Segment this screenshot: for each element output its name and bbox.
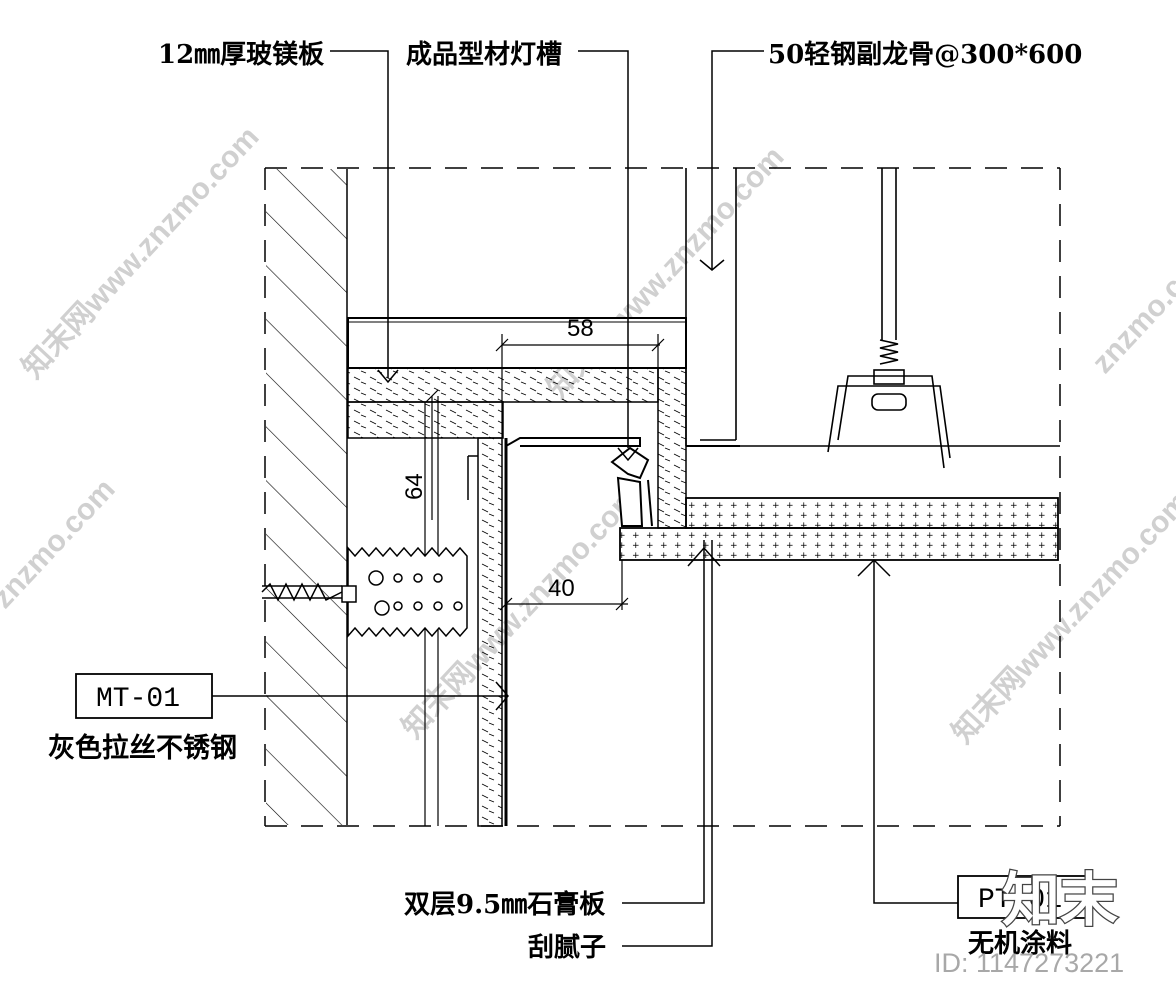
ceiling-gypsum-board — [619, 497, 1059, 561]
light-steel-channel — [685, 168, 1060, 447]
dimension-64 — [425, 389, 439, 520]
label-double-gypsum: 双层9.5㎜石膏板 — [404, 889, 605, 920]
label-grey-brushed-steel: 灰色拉丝不锈钢 — [48, 732, 237, 764]
masonry-wall — [266, 169, 348, 825]
pt-01-tag: PT-01 — [957, 875, 1087, 919]
dimension-64-label: 64 — [401, 473, 428, 500]
label-inorganic-coating: 无机涂料 — [968, 928, 1072, 959]
mt-01-tag: MT-01 — [75, 673, 213, 719]
wall-anchor-bracket — [261, 546, 468, 638]
label-putty: 刮腻子 — [528, 933, 606, 963]
leader-lines — [212, 50, 958, 947]
stainless-steel-cladding — [467, 437, 508, 827]
watermark-id: ID: 1147273221 — [934, 948, 1124, 978]
dimension-40-label: 40 — [548, 575, 575, 602]
pt-01-code: PT-01 — [978, 885, 1062, 916]
magnesium-board-top — [347, 317, 687, 369]
watermark-text: 知末网www.znzmo.com — [16, 120, 266, 384]
dimension-58 — [495, 334, 665, 438]
light-trough-profile — [505, 437, 740, 527]
label-light-steel-keel: 50轻钢副龙骨@300*600 — [768, 40, 1082, 70]
hanger-rod — [827, 168, 951, 469]
mt-01-code: MT-01 — [96, 684, 180, 715]
watermark-logo: 知末 — [1002, 866, 1118, 934]
dimension-58-label: 58 — [567, 315, 594, 342]
label-magnesium-board: 12㎜厚玻镁板 — [158, 40, 324, 70]
label-light-trough: 成品型材灯槽 — [406, 40, 562, 70]
watermark-layer: 知末网www.znzmo.com 知末网www.znzmo.com znzmo.… — [0, 120, 1176, 749]
dimension-40 — [499, 560, 629, 611]
frame-boundary — [264, 167, 1061, 827]
watermark-text: znzmo.com — [1086, 238, 1176, 380]
watermark-text: znzmo.com — [0, 473, 122, 615]
